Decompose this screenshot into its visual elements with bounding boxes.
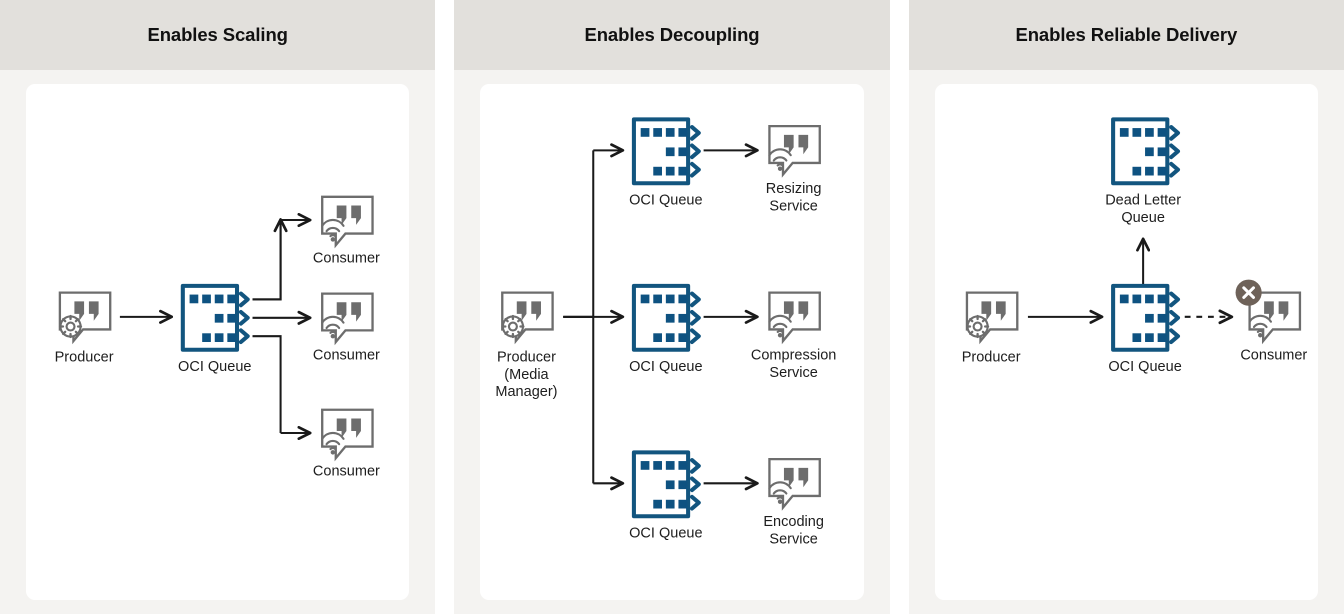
producer-label: Producer	[55, 349, 114, 365]
node-producer-media-manager: Producer (Media Manager)	[496, 291, 558, 400]
node-producer: Producer	[961, 291, 1020, 365]
panel-header-scaling: Enables Scaling	[0, 0, 436, 70]
producer-label-line-2: (Media	[505, 367, 550, 383]
node-queue-branch-2: OCI Queue	[629, 286, 703, 375]
queue-label: OCI Queue	[178, 359, 251, 375]
node-consumer-1: Consumer	[313, 195, 380, 267]
diagram-decoupling: Producer (Media Manager)	[496, 84, 837, 547]
consumer-label: Consumer	[1240, 347, 1307, 363]
node-queue-branch-3: OCI Queue	[629, 452, 703, 542]
node-oci-queue: OCI Queue	[178, 286, 251, 375]
panel-body-scaling: Producer OCI Queue	[0, 70, 435, 614]
node-service-compression: Compression Service	[751, 291, 837, 381]
canvas-scaling: Producer OCI Queue	[26, 84, 410, 600]
node-oci-queue: OCI Queue	[1108, 286, 1181, 375]
node-service-resizing: Resizing Service	[766, 124, 822, 214]
producer-label-line-1: Producer	[497, 349, 556, 365]
panel-enables-scaling: Enables Scaling	[0, 0, 436, 614]
panel-body-decoupling: Producer (Media Manager)	[454, 70, 889, 614]
service-label-line-2: Service	[770, 198, 818, 214]
panel-body-reliable-delivery: Dead Letter Queue Producer	[909, 70, 1344, 614]
canvas-reliable-delivery: Dead Letter Queue Producer	[934, 84, 1318, 600]
producer-label: Producer	[961, 349, 1020, 365]
service-label-line-1: Resizing	[766, 181, 822, 197]
producer-label-line-3: Manager)	[496, 384, 558, 400]
consumer-label: Consumer	[313, 464, 380, 480]
connector-producer-fanout	[563, 143, 625, 491]
node-consumer-2: Consumer	[313, 292, 380, 363]
queue-label: OCI Queue	[1108, 359, 1181, 375]
diagram-scaling: Producer OCI Queue	[55, 195, 380, 480]
node-dead-letter-queue: Dead Letter Queue	[1105, 119, 1181, 226]
canvas-decoupling: Producer (Media Manager)	[480, 84, 864, 600]
diagram-reliable-delivery: Dead Letter Queue Producer	[961, 84, 1307, 375]
panel-title: Enables Scaling	[147, 24, 288, 45]
node-service-encoding: Encoding Service	[764, 457, 825, 547]
panel-enables-reliable-delivery: Enables Reliable Delivery Dead Letter Qu…	[908, 0, 1344, 614]
consumer-label: Consumer	[313, 347, 380, 363]
queue-label: OCI Queue	[629, 193, 702, 209]
service-label-line-1: Compression	[751, 347, 837, 363]
node-consumer: Consumer	[1235, 279, 1307, 363]
panel-title: Enables Decoupling	[584, 24, 760, 45]
queue-label: OCI Queue	[629, 359, 702, 375]
panel-header-decoupling: Enables Decoupling	[454, 0, 890, 70]
node-producer: Producer	[55, 291, 114, 365]
service-label-line-1: Encoding	[764, 514, 825, 530]
queue-label: OCI Queue	[629, 526, 702, 542]
consumer-label: Consumer	[313, 251, 380, 267]
panel-title: Enables Reliable Delivery	[1015, 24, 1238, 45]
panel-header-reliable-delivery: Enables Reliable Delivery	[908, 0, 1344, 70]
connector-fanout	[252, 212, 312, 441]
panel-enables-decoupling: Enables Decoupling Producer (Media Manag…	[454, 0, 890, 614]
service-label-line-2: Service	[770, 531, 818, 547]
dlq-label-line-1: Dead Letter	[1105, 193, 1181, 209]
node-consumer-3: Consumer	[313, 408, 380, 480]
error-x-badge-icon	[1235, 279, 1262, 306]
dlq-label-line-2: Queue	[1121, 210, 1165, 226]
service-label-line-2: Service	[770, 365, 818, 381]
node-queue-branch-1: OCI Queue	[629, 119, 703, 209]
